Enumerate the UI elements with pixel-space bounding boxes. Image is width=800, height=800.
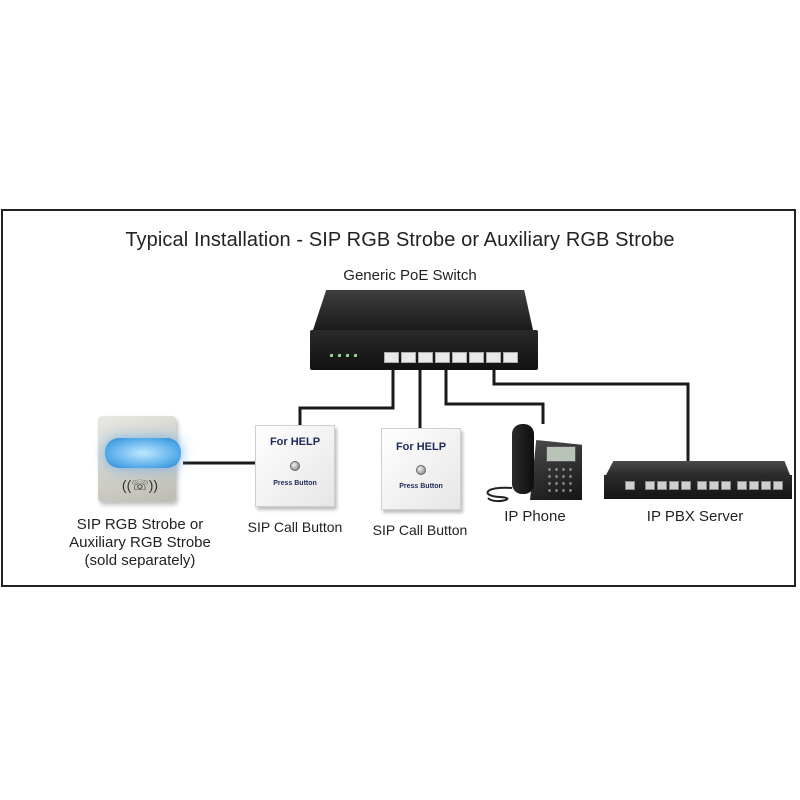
pbx-label: IP PBX Server [646,508,744,525]
diagram-frame [1,209,796,587]
call-button-1-icon: For HELP Press Button [255,425,335,507]
edge-switch-to-phone [444,370,545,424]
strobe-label-line1: SIP RGB Strobe or [76,516,204,533]
phone-label: IP Phone [504,508,566,525]
strobe-label-line2: Auxiliary RGB Strobe [69,534,211,551]
call-button-2-icon: For HELP Press Button [381,428,461,510]
phone-wave-icon: ((☏)) [121,477,159,493]
call-button-1-knob [290,461,300,471]
diagram-title: Typical Installation - SIP RGB Strobe or… [125,229,675,251]
call-button-1-face-top: For HELP [269,436,321,448]
call-button-2-label: SIP Call Button [372,522,468,538]
edge-switch-to-call-button-1 [298,370,395,428]
call-button-1-label: SIP Call Button [247,519,343,535]
call-button-2-knob [416,465,426,475]
call-button-2-face-bottom: Press Button [399,483,443,490]
call-button-2-face-top: For HELP [395,441,447,453]
edge-switch-to-pbx [492,370,690,462]
call-button-1-face-bottom: Press Button [273,480,317,487]
switch-label: Generic PoE Switch [343,267,477,284]
strobe-label: SIP RGB Strobe or Auxiliary RGB Strobe (… [40,516,240,570]
strobe-label-line3: (sold separately) [84,552,196,569]
